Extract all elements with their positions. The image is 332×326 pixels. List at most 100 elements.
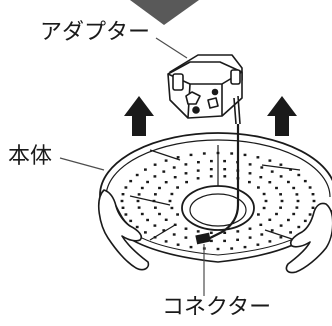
- led-dot: [121, 206, 125, 209]
- led-dot: [164, 218, 168, 221]
- led-dot: [146, 218, 149, 222]
- lift-up-arrow-icon-left: [124, 96, 154, 136]
- led-dot: [164, 159, 168, 162]
- led-dot: [257, 213, 260, 216]
- led-dot: [248, 172, 252, 175]
- led-dot: [268, 240, 272, 243]
- led-dot: [275, 186, 278, 190]
- led-dot: [189, 245, 193, 249]
- led-dot: [124, 186, 128, 189]
- led-dot: [185, 180, 188, 184]
- adapter-label: アダプター: [40, 20, 151, 45]
- led-dot: [230, 152, 234, 155]
- led-dot: [164, 240, 168, 243]
- led-dot: [243, 153, 247, 157]
- led-dot: [164, 181, 168, 184]
- led-dot: [292, 186, 296, 190]
- body-pointer-line: [59, 157, 105, 171]
- led-dot: [152, 199, 156, 203]
- led-dot: [176, 243, 180, 246]
- led-dot: [289, 231, 292, 234]
- led-dot: [236, 238, 239, 241]
- led-dot: [173, 176, 177, 179]
- led-dot: [137, 206, 141, 209]
- adapter-pointer-line: [155, 37, 188, 59]
- led-dot: [120, 199, 124, 203]
- led-dot: [223, 231, 227, 234]
- led-dot: [287, 218, 290, 222]
- led-dot: [308, 213, 312, 216]
- led-dot: [184, 163, 188, 166]
- led-dot: [140, 212, 144, 216]
- led-dot: [223, 239, 226, 243]
- led-dot: [248, 236, 252, 239]
- led-dot-grid: [120, 151, 316, 251]
- led-dot: [248, 227, 252, 230]
- led-dot: [270, 170, 274, 173]
- led-dot: [197, 161, 200, 164]
- left-hand-illustration: [97, 189, 150, 271]
- led-dot: [256, 243, 260, 246]
- led-dot: [158, 186, 161, 190]
- led-dot: [287, 180, 290, 184]
- led-dot: [268, 181, 272, 184]
- led-dot: [216, 151, 220, 155]
- led-dot: [153, 236, 157, 239]
- led-dot: [216, 247, 220, 251]
- led-dot: [184, 236, 188, 239]
- led-dot: [295, 193, 299, 196]
- led-dot: [297, 173, 301, 177]
- led-dot: [223, 159, 226, 163]
- led-dot: [259, 176, 263, 179]
- led-dot: [248, 163, 252, 166]
- led-dot: [223, 175, 227, 178]
- led-dot: [154, 193, 157, 196]
- led-dot: [268, 159, 272, 162]
- led-dot: [312, 199, 316, 203]
- body-label: 本体: [8, 144, 53, 169]
- led-dot: [292, 212, 296, 216]
- led-dot: [196, 230, 200, 233]
- led-dot: [275, 212, 278, 216]
- led-dot: [279, 236, 283, 239]
- led-dot: [279, 206, 282, 209]
- led-dot: [162, 229, 166, 232]
- led-dot: [184, 172, 188, 175]
- led-dot: [236, 230, 240, 233]
- led-dot: [176, 156, 180, 159]
- led-dot: [223, 168, 227, 171]
- led-dot: [144, 231, 147, 234]
- led-dot: [268, 218, 272, 221]
- connector-label: コネクター: [162, 295, 272, 320]
- led-dot: [295, 206, 299, 209]
- led-dot: [153, 163, 157, 166]
- led-dot: [158, 212, 161, 216]
- led-dot: [124, 213, 128, 216]
- led-dot: [209, 168, 213, 171]
- led-dot: [296, 199, 300, 203]
- led-dot: [280, 199, 284, 203]
- led-dot: [129, 179, 133, 183]
- led-dot: [209, 175, 213, 178]
- led-dot: [162, 170, 166, 173]
- led-dot: [279, 193, 282, 196]
- connector-illustration: [195, 232, 215, 245]
- adapter-illustration: [167, 54, 243, 125]
- led-dot: [189, 153, 193, 157]
- led-dot: [173, 223, 177, 226]
- led-dot: [129, 219, 133, 223]
- led-dot: [289, 168, 292, 171]
- led-dot: [210, 159, 213, 163]
- led-dot: [264, 199, 268, 203]
- led-dot: [260, 233, 264, 236]
- led-dot: [176, 186, 179, 189]
- led-dot: [121, 193, 125, 196]
- led-dot: [308, 186, 312, 189]
- led-dot: [146, 180, 149, 184]
- led-dot: [303, 179, 307, 183]
- led-dot: [297, 225, 301, 229]
- led-dot: [279, 224, 283, 227]
- led-dot: [311, 206, 315, 209]
- top-down-arrow-icon: [130, 0, 199, 25]
